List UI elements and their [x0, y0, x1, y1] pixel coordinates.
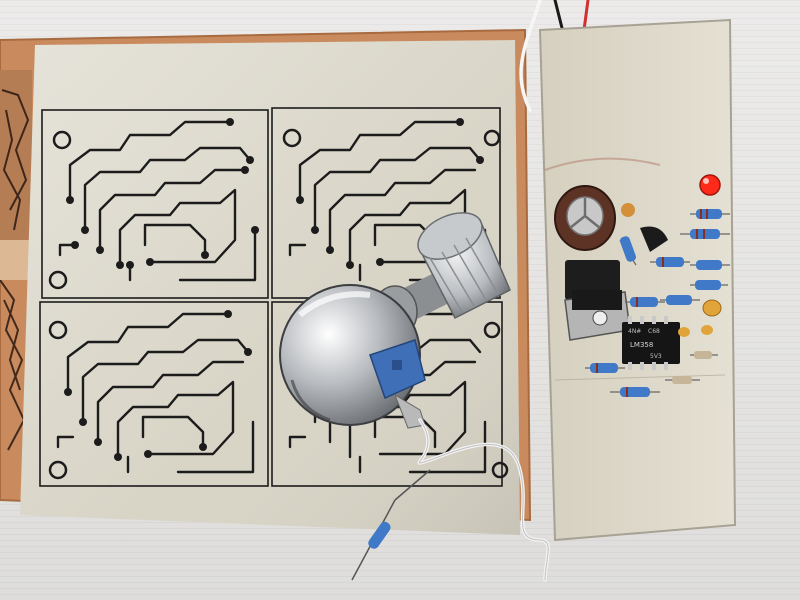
resistor-array — [585, 209, 730, 397]
loose-resistor — [351, 469, 431, 581]
ic-line-1: 4N# — [628, 328, 641, 335]
ic-chip: 4N# C68 LM358 5V3 — [622, 316, 680, 370]
transistor — [640, 226, 668, 252]
knob — [417, 212, 511, 320]
printed-pcb-panel — [20, 40, 520, 535]
red-led — [699, 174, 721, 196]
electrolytic-capacitor — [554, 185, 616, 251]
ic-line-3: LM358 — [630, 341, 653, 349]
voltage-regulator — [564, 260, 631, 341]
ic-line-4: 5V3 — [650, 353, 662, 360]
potentiometer — [279, 212, 511, 429]
control-board: 4N# C68 LM358 5V3 — [538, 18, 737, 542]
ic-line-2: C68 — [648, 328, 660, 335]
wires — [417, 0, 590, 582]
